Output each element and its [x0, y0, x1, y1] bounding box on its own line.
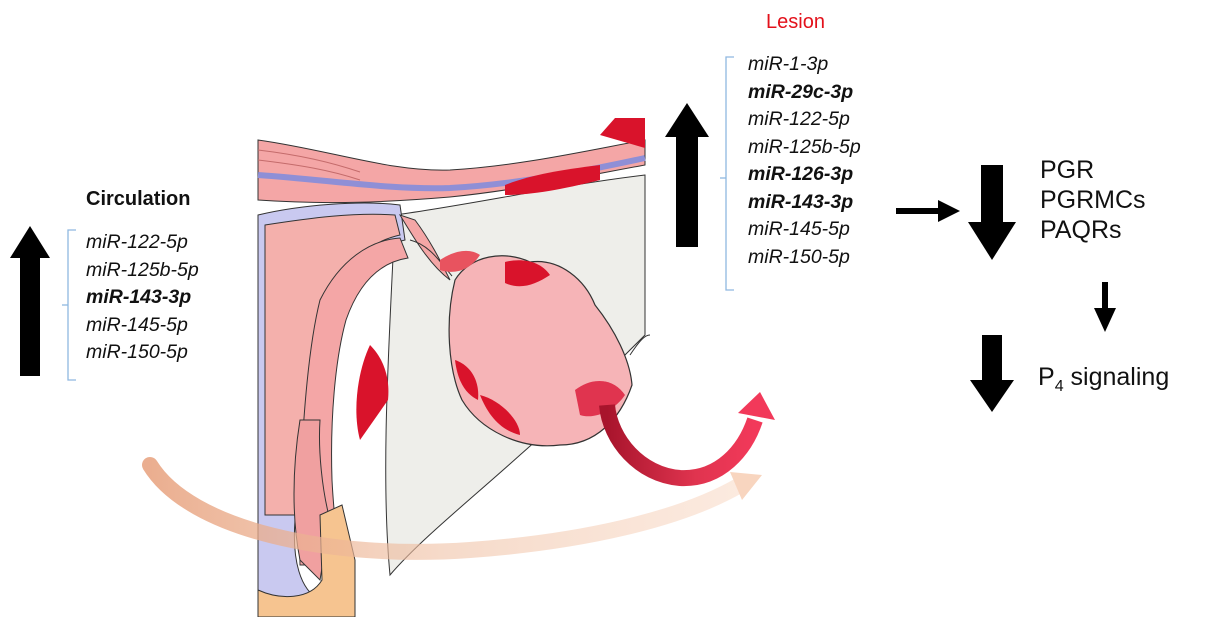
signaling-subscript: 4	[1055, 378, 1064, 395]
receptors-down-arrow	[968, 165, 1016, 260]
lesion-bracket	[720, 57, 734, 290]
receptor-pgr: PGR	[1040, 155, 1146, 185]
lesion-mirna: miR-126-3p	[748, 161, 861, 189]
receptor-pgrmcs: PGRMCs	[1040, 185, 1146, 215]
lesion-title: Lesion	[766, 11, 825, 34]
signaling-prefix: P	[1038, 363, 1055, 391]
circulation-bracket	[62, 230, 76, 380]
lesion-mirna: miR-143-3p	[748, 189, 861, 217]
circulation-mirna-list: miR-122-5p miR-125b-5p miR-143-3p miR-14…	[86, 229, 199, 367]
lesion-mirna: miR-1-3p	[748, 51, 861, 79]
signaling-suffix: signaling	[1064, 363, 1170, 391]
circulation-mirna: miR-150-5p	[86, 339, 199, 367]
p4-signaling-label: P4 signaling	[1038, 362, 1169, 402]
circulation-mirna: miR-145-5p	[86, 312, 199, 340]
receptor-paqrs: PAQRs	[1040, 215, 1146, 245]
circulation-mirna: miR-125b-5p	[86, 257, 199, 285]
lesion-mirna: miR-122-5p	[748, 106, 861, 134]
lesion-mirna: miR-150-5p	[748, 244, 861, 272]
lesion-mirna-list: miR-1-3p miR-29c-3p miR-122-5p miR-125b-…	[748, 51, 861, 271]
to-signaling-arrow	[1094, 282, 1116, 332]
lesion-mirna: miR-125b-5p	[748, 134, 861, 162]
lesion-mirna: miR-29c-3p	[748, 79, 861, 107]
receptor-list: PGR PGRMCs PAQRs	[1040, 155, 1146, 245]
to-receptors-arrow	[896, 200, 960, 222]
circulation-mirna: miR-122-5p	[86, 229, 199, 257]
circulation-title: Circulation	[86, 188, 190, 211]
signaling-down-arrow	[970, 335, 1014, 412]
circulation-up-arrow	[10, 226, 50, 376]
lesion-mirna: miR-145-5p	[748, 216, 861, 244]
lesion-up-arrow	[665, 103, 709, 247]
circulation-mirna: miR-143-3p	[86, 284, 199, 312]
